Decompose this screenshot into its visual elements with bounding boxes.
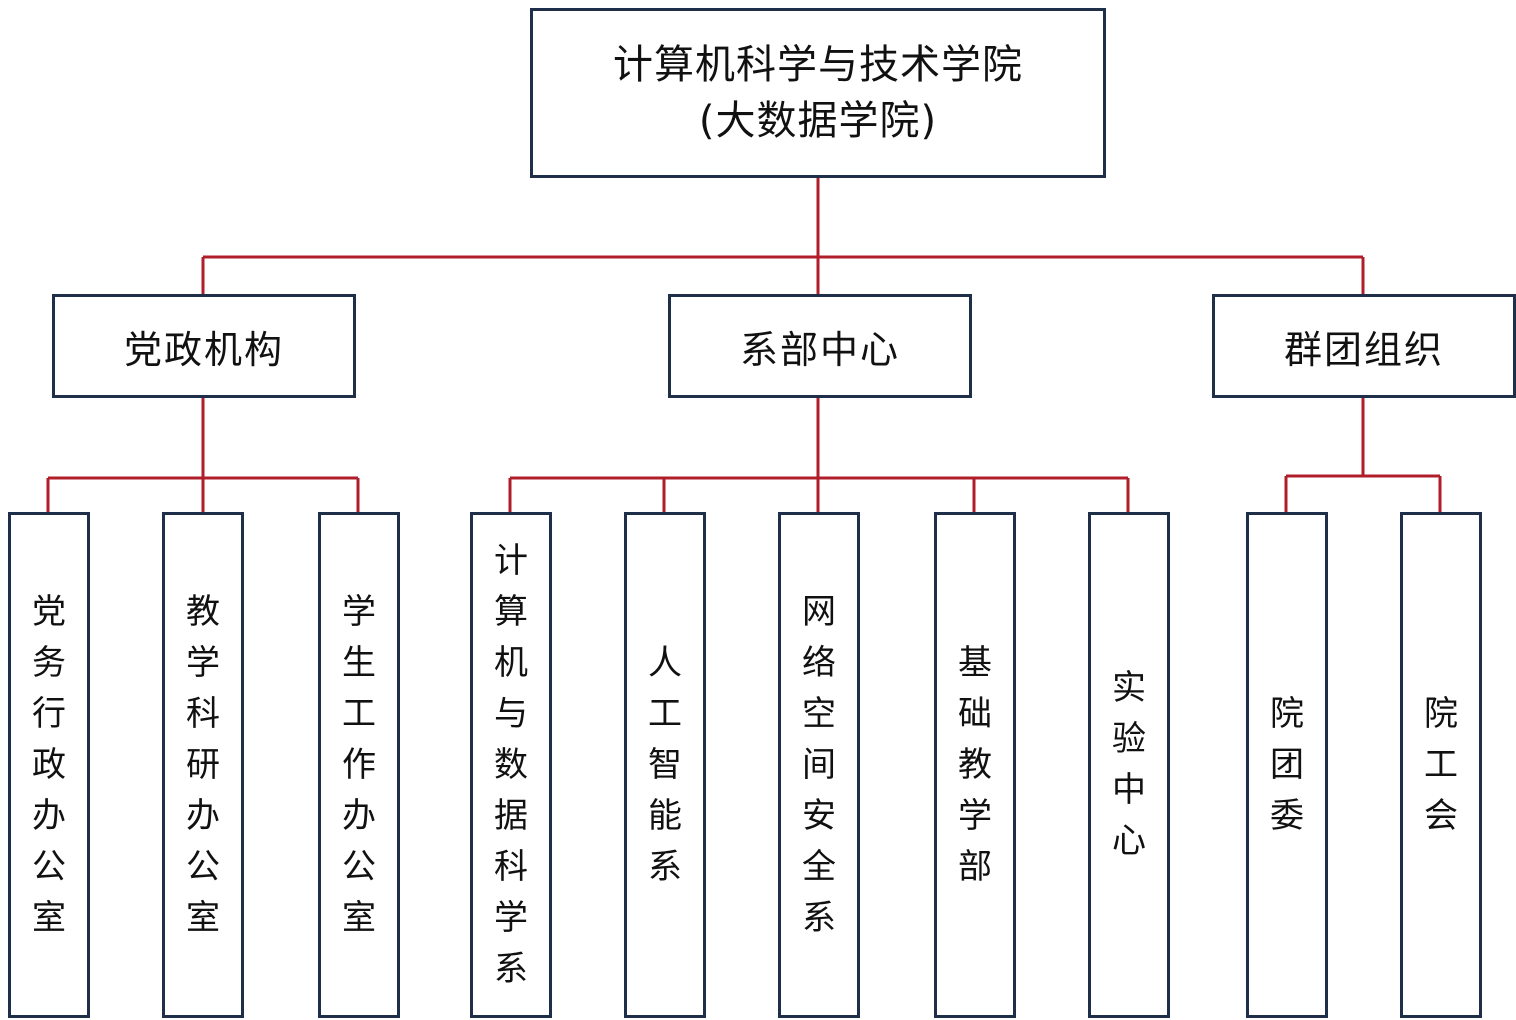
leaf-node: 党务行政办公室 (8, 512, 90, 1018)
leaf-label: 党务行政办公室 (32, 591, 66, 938)
leaf-node: 网络空间安全系 (778, 512, 860, 1018)
leaf-node: 计算机与数据科学系 (470, 512, 552, 1018)
root-node: 计算机科学与技术学院 (大数据学院) (530, 8, 1106, 178)
group-node-mass-orgs: 群团组织 (1212, 294, 1516, 398)
group-label: 党政机构 (123, 327, 284, 372)
leaf-label: 院团委 (1270, 693, 1304, 836)
leaf-node: 教学科研办公室 (162, 512, 244, 1018)
leaf-label: 学生工作办公室 (342, 591, 376, 938)
leaf-label: 院工会 (1424, 693, 1458, 836)
leaf-node: 人工智能系 (624, 512, 706, 1018)
leaf-node: 实验中心 (1088, 512, 1170, 1018)
leaf-label: 人工智能系 (648, 642, 682, 887)
group-label: 群团组织 (1283, 327, 1444, 372)
leaf-node: 院团委 (1246, 512, 1328, 1018)
leaf-node: 院工会 (1400, 512, 1482, 1018)
leaf-label: 计算机与数据科学系 (494, 540, 528, 989)
group-node-departments: 系部中心 (668, 294, 972, 398)
leaf-label: 网络空间安全系 (802, 591, 836, 938)
leaf-label: 基础教学部 (958, 642, 992, 887)
leaf-label: 教学科研办公室 (186, 591, 220, 938)
root-title: 计算机科学与技术学院 (613, 42, 1023, 88)
root-subtitle: (大数据学院) (698, 98, 938, 144)
group-label: 系部中心 (739, 327, 900, 372)
leaf-node: 学生工作办公室 (318, 512, 400, 1018)
leaf-label: 实验中心 (1112, 668, 1146, 861)
leaf-node: 基础教学部 (934, 512, 1016, 1018)
group-node-party-admin: 党政机构 (52, 294, 356, 398)
